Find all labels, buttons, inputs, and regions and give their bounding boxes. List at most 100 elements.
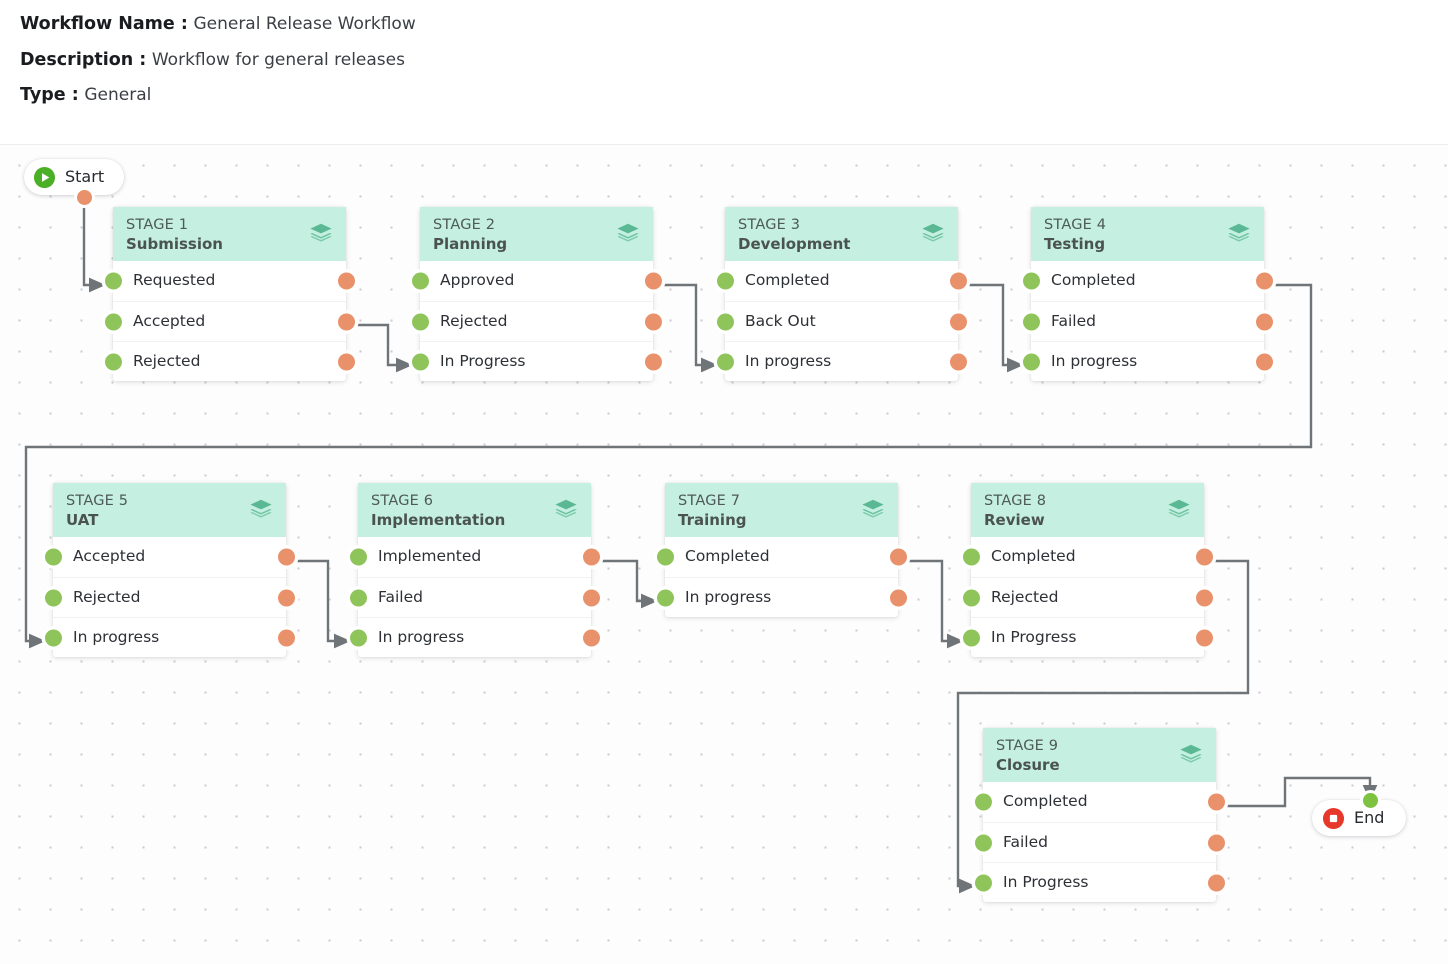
status-input-port[interactable] — [716, 313, 734, 330]
status-input-port[interactable] — [1022, 313, 1040, 330]
status-input-port[interactable] — [962, 589, 980, 606]
status-input-port[interactable] — [656, 548, 674, 566]
stage-status-row[interactable]: In Progress — [974, 862, 1225, 902]
status-input-port[interactable] — [104, 353, 122, 370]
status-input-port[interactable] — [104, 313, 122, 330]
status-input-port[interactable] — [44, 629, 62, 646]
stage-status-row[interactable]: Failed — [974, 822, 1225, 862]
status-input-port[interactable] — [411, 272, 429, 290]
stage-status-row[interactable]: Accepted — [44, 537, 295, 577]
status-output-port[interactable] — [337, 353, 355, 370]
status-output-port[interactable] — [582, 629, 600, 646]
status-output-port[interactable] — [644, 353, 662, 370]
stage-status-row[interactable]: Failed — [349, 577, 600, 617]
stage-status-row[interactable]: Rejected — [104, 341, 355, 381]
status-input-port[interactable] — [349, 589, 367, 606]
status-input-port[interactable] — [716, 272, 734, 290]
status-output-port[interactable] — [644, 313, 662, 330]
status-output-port[interactable] — [277, 589, 295, 606]
status-output-port[interactable] — [1195, 589, 1213, 606]
status-output-port[interactable] — [949, 353, 967, 370]
status-output-port[interactable] — [1207, 834, 1225, 851]
status-output-port[interactable] — [1207, 874, 1225, 891]
start-output-port[interactable] — [77, 190, 92, 205]
status-output-port[interactable] — [1255, 272, 1273, 290]
end-input-port[interactable] — [1363, 793, 1378, 808]
status-input-port[interactable] — [349, 548, 367, 566]
status-input-port[interactable] — [349, 629, 367, 646]
stage-status-row[interactable]: In progress — [716, 341, 967, 381]
stage-status-row[interactable]: Accepted — [104, 301, 355, 341]
status-input-port[interactable] — [44, 589, 62, 606]
stage-status-row[interactable]: Back Out — [716, 301, 967, 341]
status-output-port[interactable] — [949, 272, 967, 290]
status-output-port[interactable] — [889, 548, 907, 566]
status-output-port[interactable] — [337, 272, 355, 290]
end-node[interactable]: End — [1312, 800, 1407, 836]
status-output-port[interactable] — [1207, 793, 1225, 811]
stage-status-row[interactable]: In progress — [1022, 341, 1273, 381]
stage-status-row[interactable]: Implemented — [349, 537, 600, 577]
status-input-port[interactable] — [962, 548, 980, 566]
status-input-port[interactable] — [411, 353, 429, 370]
status-output-port[interactable] — [582, 548, 600, 566]
status-output-port[interactable] — [1255, 313, 1273, 330]
status-output-port[interactable] — [277, 548, 295, 566]
status-output-port[interactable] — [582, 589, 600, 606]
stage-status-row[interactable]: Completed — [1022, 261, 1273, 301]
status-input-port[interactable] — [716, 353, 734, 370]
status-input-port[interactable] — [974, 834, 992, 851]
stage-status-row[interactable]: Completed — [974, 782, 1225, 822]
start-node[interactable]: Start — [24, 159, 125, 195]
status-output-port[interactable] — [889, 589, 907, 606]
stage-status-row[interactable]: In progress — [656, 577, 907, 617]
status-input-port[interactable] — [962, 629, 980, 646]
stage-status-row[interactable]: Failed — [1022, 301, 1273, 341]
status-output-port[interactable] — [1195, 629, 1213, 646]
stage-status-row[interactable]: Rejected — [411, 301, 662, 341]
status-input-port[interactable] — [974, 793, 992, 811]
stage-status-row[interactable]: In Progress — [962, 617, 1213, 657]
status-input-port[interactable] — [104, 272, 122, 290]
stage-status-row[interactable]: In Progress — [411, 341, 662, 381]
status-input-port[interactable] — [1022, 272, 1040, 290]
status-input-port[interactable] — [1022, 353, 1040, 370]
stage-status-row[interactable]: Rejected — [962, 577, 1213, 617]
status-output-port[interactable] — [277, 629, 295, 646]
status-input-port[interactable] — [44, 548, 62, 566]
stage-status-row[interactable]: In progress — [44, 617, 295, 657]
status-output-port[interactable] — [1255, 353, 1273, 370]
stage-status-row[interactable]: Rejected — [44, 577, 295, 617]
stage-status-row[interactable]: Completed — [656, 537, 907, 577]
status-output-port[interactable] — [949, 313, 967, 330]
status-output-port[interactable] — [337, 313, 355, 330]
stage-status-row[interactable]: Requested — [104, 261, 355, 301]
stage-status-row[interactable]: Completed — [716, 261, 967, 301]
status-input-port[interactable] — [656, 589, 674, 606]
status-input-port[interactable] — [974, 874, 992, 891]
stage-status-row[interactable]: In progress — [349, 617, 600, 657]
stage-status-row[interactable]: Completed — [962, 537, 1213, 577]
status-output-port[interactable] — [1195, 548, 1213, 566]
stage-status-row[interactable]: Approved — [411, 261, 662, 301]
status-output-port[interactable] — [644, 272, 662, 290]
